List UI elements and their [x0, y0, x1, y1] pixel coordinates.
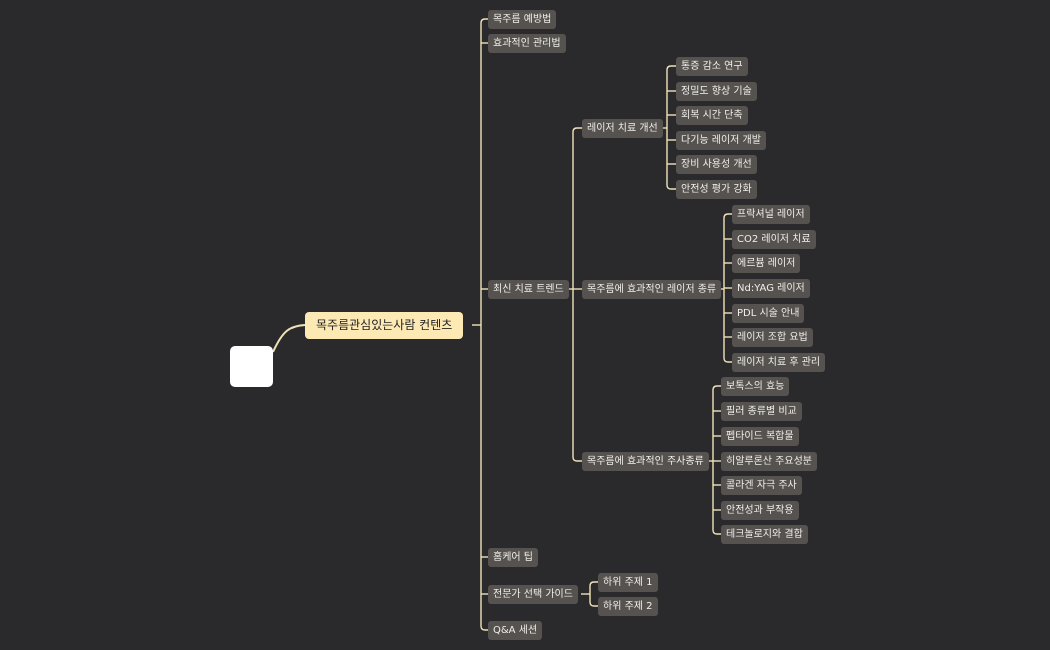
connector-line [723, 289, 732, 363]
topic-co2-laser[interactable]: CO2 레이저 치료 [732, 230, 816, 249]
topic-subtopic-2[interactable]: 하위 주제 2 [598, 597, 658, 616]
topic-safety-evaluation[interactable]: 안전성 평가 강화 [676, 180, 757, 199]
topic-precision-tech[interactable]: 정밀도 향상 기술 [676, 82, 757, 101]
topic-neck-wrinkle-prevention[interactable]: 목주름 예방법 [488, 10, 557, 29]
topic-peptide-complex[interactable]: 펩타이드 복합물 [721, 427, 799, 446]
connector-line [572, 127, 582, 289]
topic-equipment-usability[interactable]: 장비 사용성 개선 [676, 155, 757, 174]
connector-line [589, 581, 598, 594]
topic-injection-types[interactable]: 목주름에 효과적인 주사종류 [582, 452, 709, 471]
connector-line [272, 324, 306, 353]
topic-pdl-guide[interactable]: PDL 시술 안내 [732, 304, 805, 323]
topic-ndyag-laser[interactable]: Nd:YAG 레이저 [732, 279, 810, 298]
topic-laser-types[interactable]: 목주름에 효과적인 레이저 종류 [582, 280, 722, 299]
connector-line [480, 325, 488, 631]
topic-pain-reduction[interactable]: 통증 감소 연구 [676, 57, 748, 76]
topic-latest-treatment-trends[interactable]: 최신 치료 트렌드 [488, 280, 569, 299]
topic-laser-combination[interactable]: 레이저 조합 요법 [732, 328, 813, 347]
connector-line [480, 18, 488, 325]
connector-line [572, 289, 582, 462]
topic-collagen-injection[interactable]: 콜라겐 자극 주사 [721, 476, 802, 495]
topic-technology-combination[interactable]: 테크놀로지와 결합 [721, 525, 808, 544]
central-topic[interactable]: 목주름관심있는사람 컨텐츠 [305, 312, 464, 339]
topic-expert-selection-guide[interactable]: 전문가 선택 가이드 [488, 585, 578, 604]
root-node[interactable] [230, 346, 273, 387]
connector-line [723, 213, 732, 289]
topic-recovery-time[interactable]: 회복 시간 단축 [676, 106, 748, 125]
topic-subtopic-1[interactable]: 하위 주제 1 [598, 573, 658, 592]
topic-multifunction-laser[interactable]: 다기능 레이저 개발 [676, 131, 766, 150]
topic-post-laser-care[interactable]: 레이저 치료 후 관리 [732, 353, 826, 372]
connector-line [589, 594, 598, 607]
topic-filler-comparison[interactable]: 필러 종류별 비교 [721, 402, 802, 421]
topic-safety-side-effects[interactable]: 안전성과 부작용 [721, 501, 799, 520]
connector-line [712, 385, 721, 461]
topic-qa-session[interactable]: Q&A 세션 [488, 621, 543, 640]
topic-hyaluronic-acid[interactable]: 히알루론산 주요성분 [721, 452, 817, 471]
topic-erbium-laser[interactable]: 에르븀 레이저 [732, 254, 801, 273]
topic-laser-treatment-improvement[interactable]: 레이저 치료 개선 [582, 119, 663, 138]
topic-effective-care[interactable]: 효과적인 관리법 [488, 34, 566, 53]
connector-line [712, 461, 721, 535]
topic-fractional-laser[interactable]: 프락셔널 레이저 [732, 205, 810, 224]
topic-botox-effects[interactable]: 보톡스의 효능 [721, 377, 790, 396]
topic-home-care-tips[interactable]: 홈케어 팁 [488, 548, 538, 567]
connector-line [666, 65, 676, 128]
connector-line [666, 128, 676, 190]
